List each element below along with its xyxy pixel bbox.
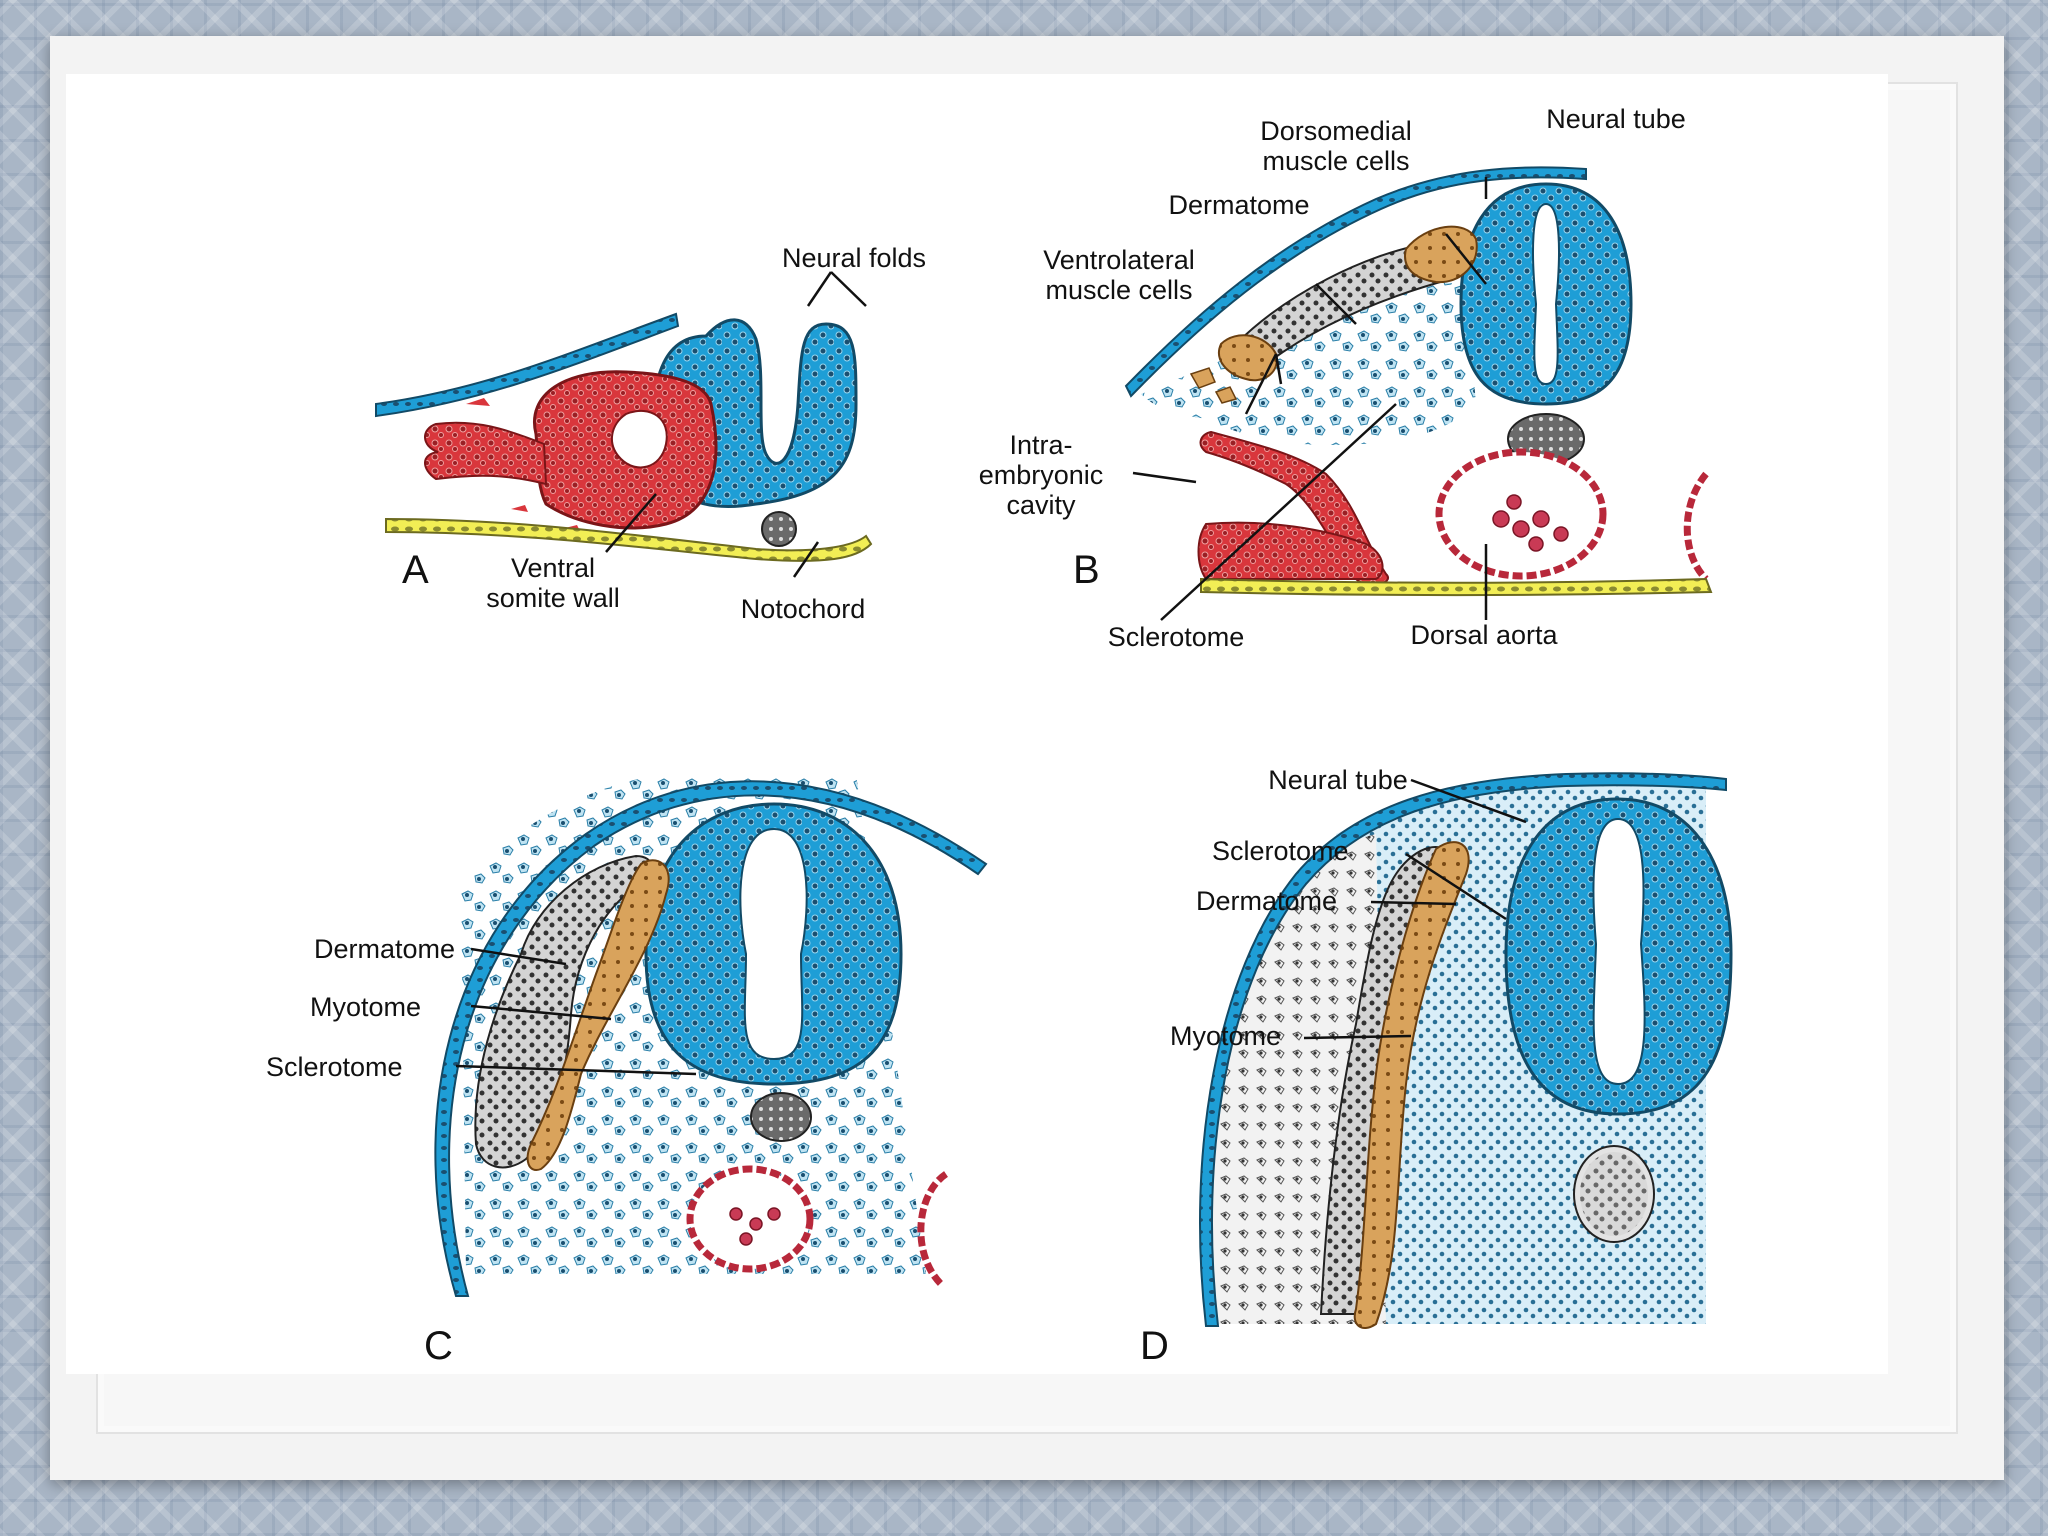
panel-c-notochord <box>750 1092 812 1142</box>
panel-b-vessel-right <box>1683 471 1709 582</box>
label-intra-2: embryonic <box>979 460 1104 490</box>
label-dorsal-aorta: Dorsal aorta <box>1410 620 1558 650</box>
label-sclerotome-d: Sclerotome <box>1212 836 1349 866</box>
panel-b-blood-cells <box>1492 494 1569 552</box>
label-notochord: Notochord <box>741 594 866 624</box>
panel-d-neural-canal <box>1592 817 1646 1086</box>
panel-a-notochord <box>761 511 797 547</box>
panel-letter-b: B <box>1073 548 1100 592</box>
panel-letter-d: D <box>1140 1324 1169 1368</box>
panel-b-splanchnic-mesoderm <box>1197 521 1384 581</box>
panel-d-surface-ectoderm <box>1199 772 1727 1327</box>
panel-c-blood-cells <box>729 1207 781 1246</box>
panel-c-surface-ectoderm <box>434 780 988 1297</box>
label-ventral-somite-wall-2: somite wall <box>486 583 620 613</box>
label-dorsomedial-2: muscle cells <box>1262 146 1409 176</box>
label-myotome-d: Myotome <box>1170 1021 1281 1051</box>
label-neural-tube-d: Neural tube <box>1268 765 1408 795</box>
label-dermatome-b: Dermatome <box>1168 190 1309 220</box>
panel-d: Neural tube Sclerotome Dermatome Myotome… <box>1140 765 1733 1368</box>
panel-c: Dermatome Myotome Sclerotome C <box>266 774 988 1368</box>
panel-b: Dorsomedial muscle cells Neural tube Der… <box>979 104 1713 652</box>
panel-c-dorsal-aorta <box>686 1165 814 1273</box>
panel-letter-a: A <box>402 548 429 592</box>
panel-c-myotome <box>526 859 670 1171</box>
panel-b-surface-ectoderm <box>1124 166 1587 398</box>
label-neural-tube-b: Neural tube <box>1546 104 1686 134</box>
diagram-svg: Neural folds Ventral somite wall Notocho… <box>266 104 1733 1368</box>
panel-c-dermatome <box>474 854 653 1169</box>
panel-a-lateral-mesoderm <box>424 421 548 486</box>
panel-a: Neural folds Ventral somite wall Notocho… <box>375 243 926 624</box>
label-sclerotome-c: Sclerotome <box>266 1052 403 1082</box>
label-ventral-somite-wall-1: Ventral <box>511 553 595 583</box>
label-intra-1: Intra- <box>1009 430 1072 460</box>
panel-b-dorsal-aorta <box>1435 448 1607 580</box>
panel-b-endoderm <box>1200 577 1713 596</box>
label-ventrolateral-2: muscle cells <box>1045 275 1192 305</box>
label-neural-folds: Neural folds <box>782 243 926 273</box>
panel-b-ventrolateral-muscle <box>1218 334 1278 382</box>
panel-c-neural-canal <box>739 827 808 1061</box>
panel-a-somitocoele <box>611 409 668 469</box>
panel-b-neural-canal <box>1532 202 1560 386</box>
label-sclerotome-b: Sclerotome <box>1108 622 1245 652</box>
panel-b-sclerotome <box>1141 279 1476 445</box>
label-dorsomedial-1: Dorsomedial <box>1260 116 1412 146</box>
label-myotome-c: Myotome <box>310 992 421 1022</box>
label-ventrolateral-1: Ventrolateral <box>1043 245 1195 275</box>
panel-a-endoderm <box>385 517 873 562</box>
label-dermatome-c: Dermatome <box>314 934 455 964</box>
embryo-section-figure: Neural folds Ventral somite wall Notocho… <box>66 74 1888 1374</box>
panel-a-surface-ectoderm <box>375 312 680 418</box>
panel-c-vessel-right <box>917 1171 949 1287</box>
label-dermatome-d: Dermatome <box>1196 886 1337 916</box>
panel-d-myotome <box>1353 841 1470 1329</box>
label-intra-3: cavity <box>1006 490 1076 520</box>
panel-letter-c: C <box>424 1324 453 1368</box>
